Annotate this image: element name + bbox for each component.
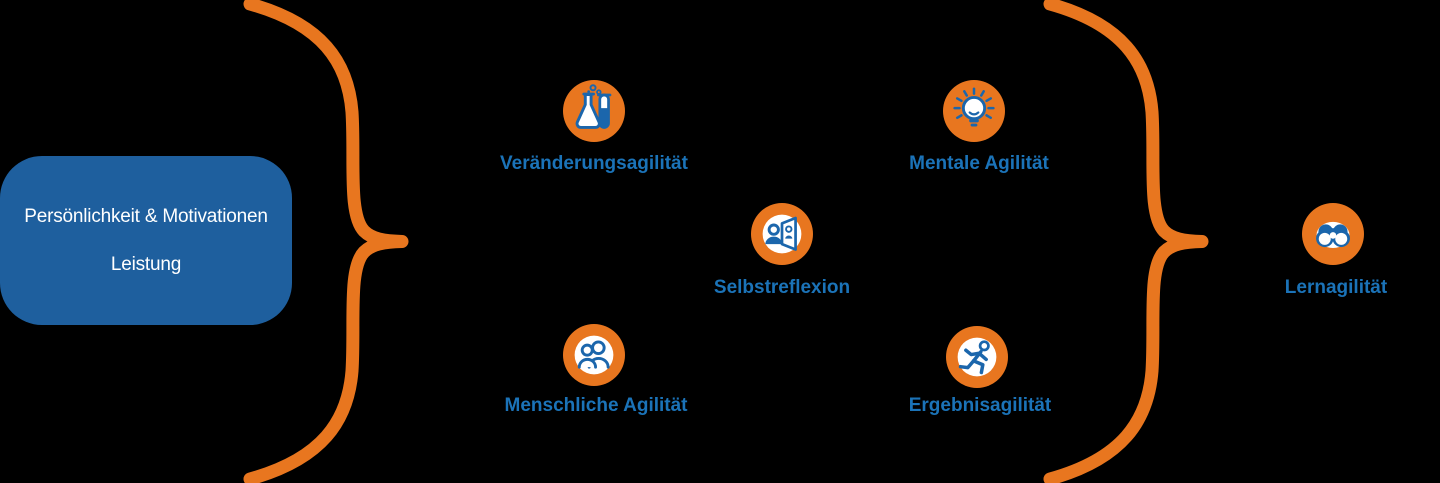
- persoenlichkeit-box: Persönlichkeit & Motivationen Leistung: [0, 156, 292, 325]
- flask-icon-graphic: [575, 84, 612, 129]
- label-selbstreflexion: Selbstreflexion: [713, 277, 851, 298]
- item-selbstreflexion: [751, 203, 813, 265]
- item-mentale-agilitaet: [943, 80, 1005, 142]
- label-menschliche-agilitaet: Menschliche Agilität: [504, 395, 688, 416]
- label-mentale-agilitaet: Mentale Agilität: [909, 153, 1049, 174]
- item-veraenderungsagilitaet: [563, 80, 625, 142]
- binoculars-icon-graphic: [1316, 221, 1350, 249]
- mirror-reflection-icon: [751, 203, 813, 265]
- runner-icon-graphic: [957, 337, 997, 377]
- label-lernagilitaet: Lernagilität: [1284, 277, 1388, 298]
- mirror-reflection-icon-graphic: [762, 214, 802, 254]
- binoculars-icon: [1302, 203, 1364, 265]
- box-line-1: Persönlichkeit & Motivationen: [24, 205, 268, 227]
- item-menschliche-agilitaet: [563, 324, 625, 386]
- people-icon: [563, 324, 625, 386]
- box-line-2: Leistung: [110, 253, 182, 275]
- label-ergebnisagilitaet: Ergebnisagilität: [908, 395, 1052, 416]
- lightbulb-icon: [943, 80, 1005, 142]
- item-ergebnisagilitaet: [946, 326, 1008, 388]
- people-icon-graphic: [574, 335, 614, 375]
- item-lernagilitaet: [1302, 203, 1364, 265]
- lightbulb-icon-graphic: [953, 87, 995, 127]
- label-veraenderungsagilitaet: Veränderungsagilität: [500, 153, 688, 174]
- runner-icon: [946, 326, 1008, 388]
- flask-icon: [563, 80, 625, 142]
